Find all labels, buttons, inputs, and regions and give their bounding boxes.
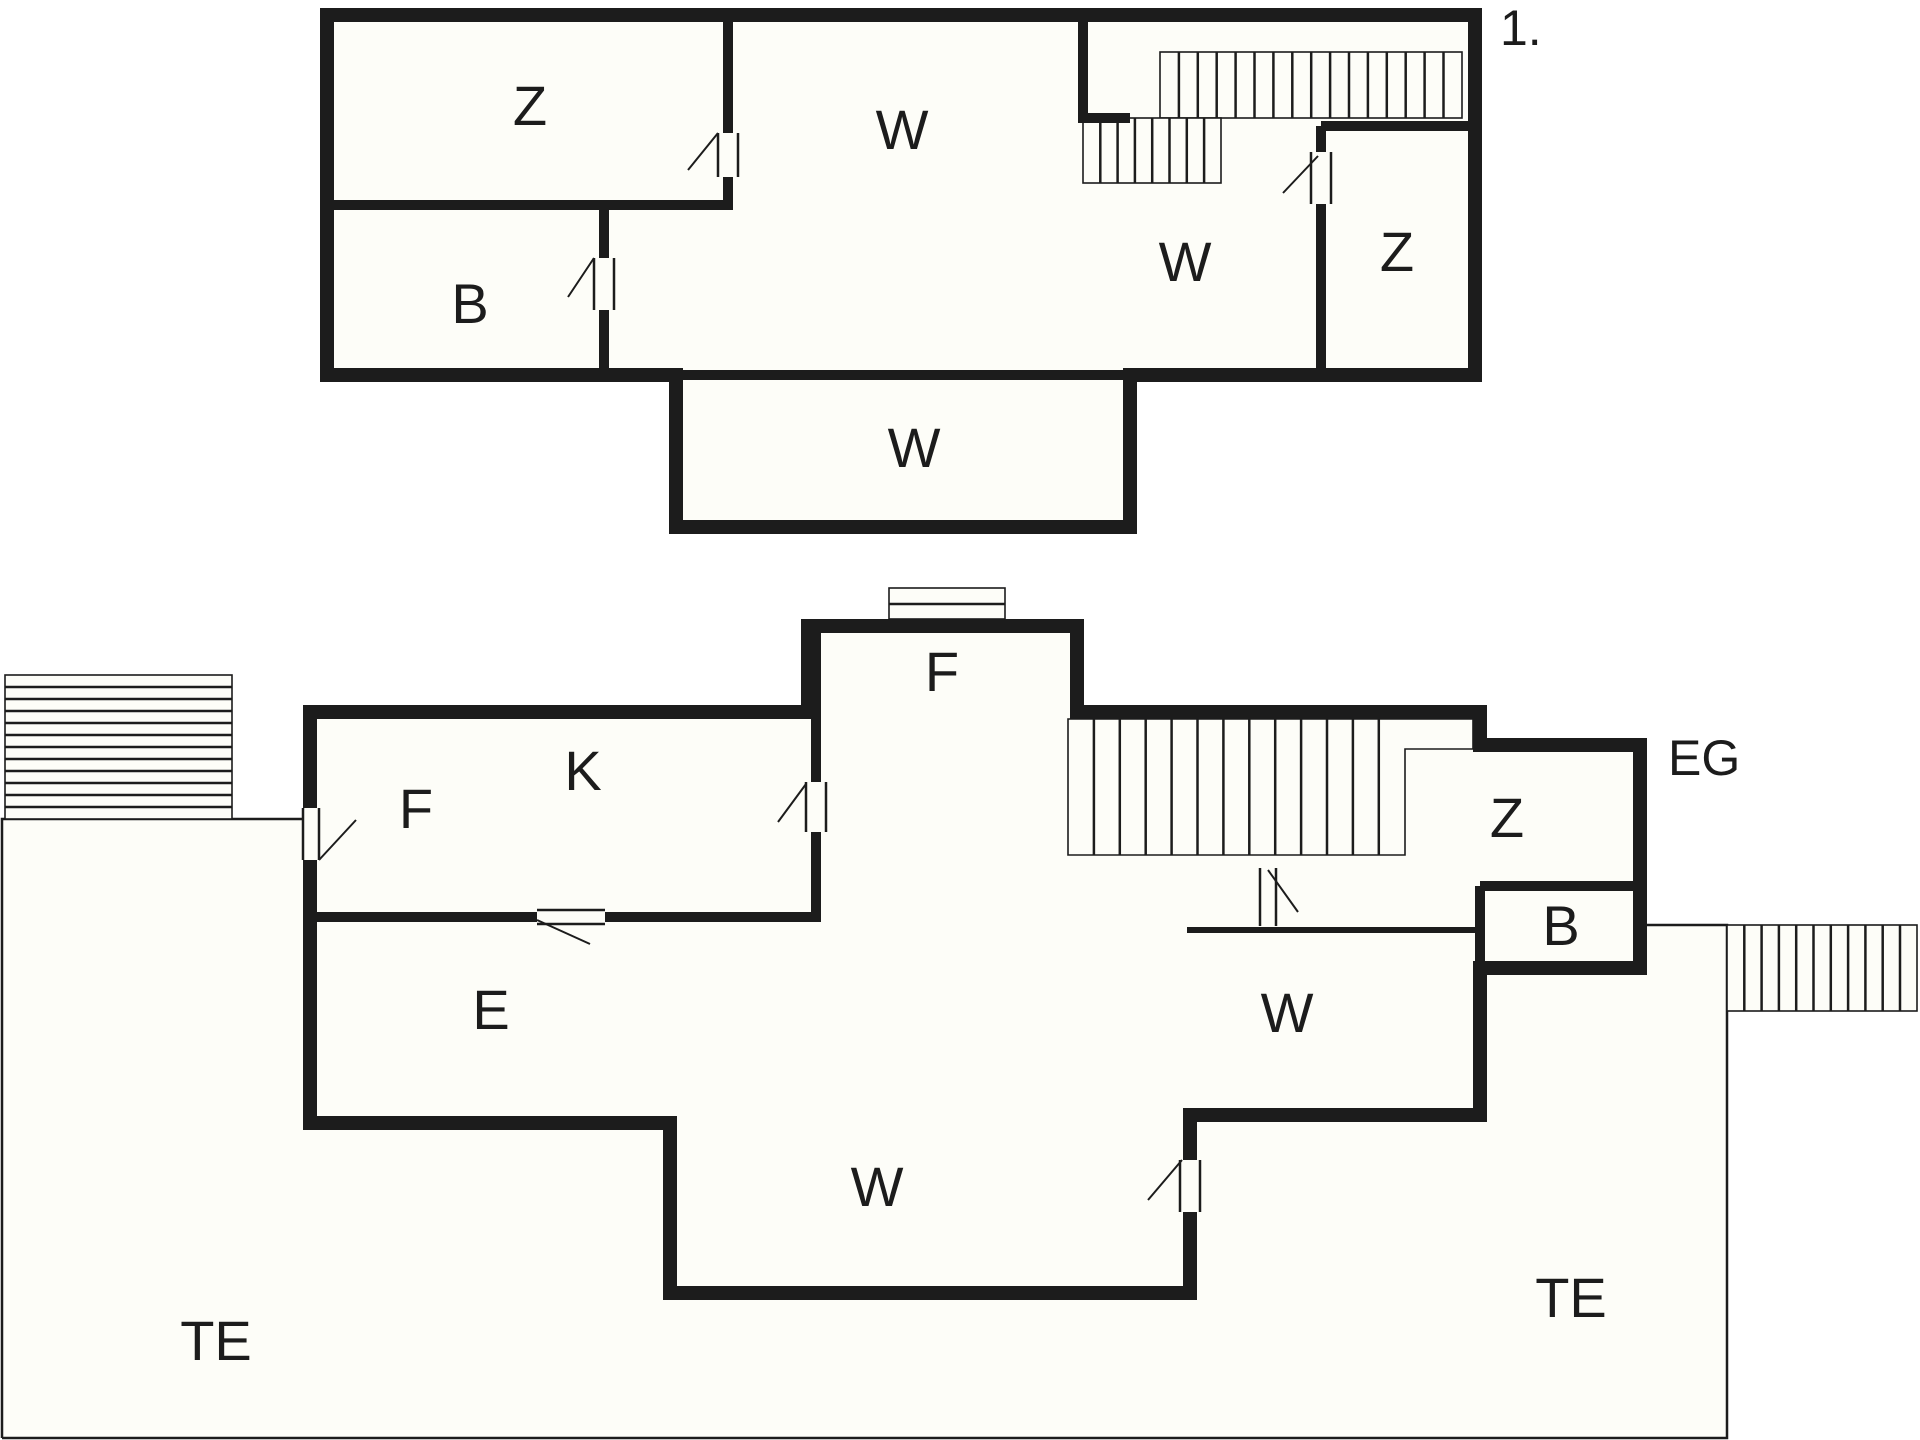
upper-wall-stair xyxy=(1078,22,1130,123)
door[interactable] xyxy=(301,808,357,861)
exterior-stairs-left xyxy=(4,674,233,820)
upper-outer-wall xyxy=(320,8,1482,534)
room-label-w: W xyxy=(1261,981,1314,1044)
door[interactable] xyxy=(1258,868,1299,926)
room-label-w: W xyxy=(876,98,929,161)
upper-stairs xyxy=(1082,51,1463,184)
terrace xyxy=(2,819,1727,1438)
room-label-z: Z xyxy=(1490,786,1524,849)
room-label-e: E xyxy=(472,978,509,1041)
floor-label-ground: EG xyxy=(1668,730,1740,786)
room-label-w: W xyxy=(851,1155,904,1218)
room-label-b: B xyxy=(451,272,488,335)
door[interactable] xyxy=(687,132,740,177)
upper-wall-z-room xyxy=(327,22,733,210)
door[interactable] xyxy=(536,908,605,945)
exterior-stairs-right xyxy=(1726,924,1918,1012)
upper-floor: Z W B W Z W 1. xyxy=(320,0,1542,534)
floor-label-upper: 1. xyxy=(1500,0,1542,56)
door[interactable] xyxy=(1282,152,1333,204)
terrace-edge-right xyxy=(2,923,1729,1440)
ground-wall-kitchen xyxy=(310,626,821,922)
room-label-f: F xyxy=(399,777,433,840)
room-label-k: K xyxy=(564,739,601,802)
ground-outer-wall xyxy=(303,619,1647,1300)
room-label-z: Z xyxy=(513,74,547,137)
ground-floor: F K F Z B E W W TE TE EG xyxy=(0,587,1918,1440)
room-label-w: W xyxy=(1159,230,1212,293)
door[interactable] xyxy=(1147,1159,1202,1212)
area-label-te: TE xyxy=(180,1309,252,1372)
entrance-steps xyxy=(888,587,1006,620)
door[interactable] xyxy=(567,257,616,310)
room-label-z: Z xyxy=(1380,220,1414,283)
door[interactable] xyxy=(777,782,828,832)
room-label-f: F xyxy=(925,640,959,703)
area-label-te: TE xyxy=(1535,1266,1607,1329)
interior-stairs xyxy=(1067,718,1474,856)
room-label-w: W xyxy=(888,416,941,479)
room-label-b: B xyxy=(1542,894,1579,957)
